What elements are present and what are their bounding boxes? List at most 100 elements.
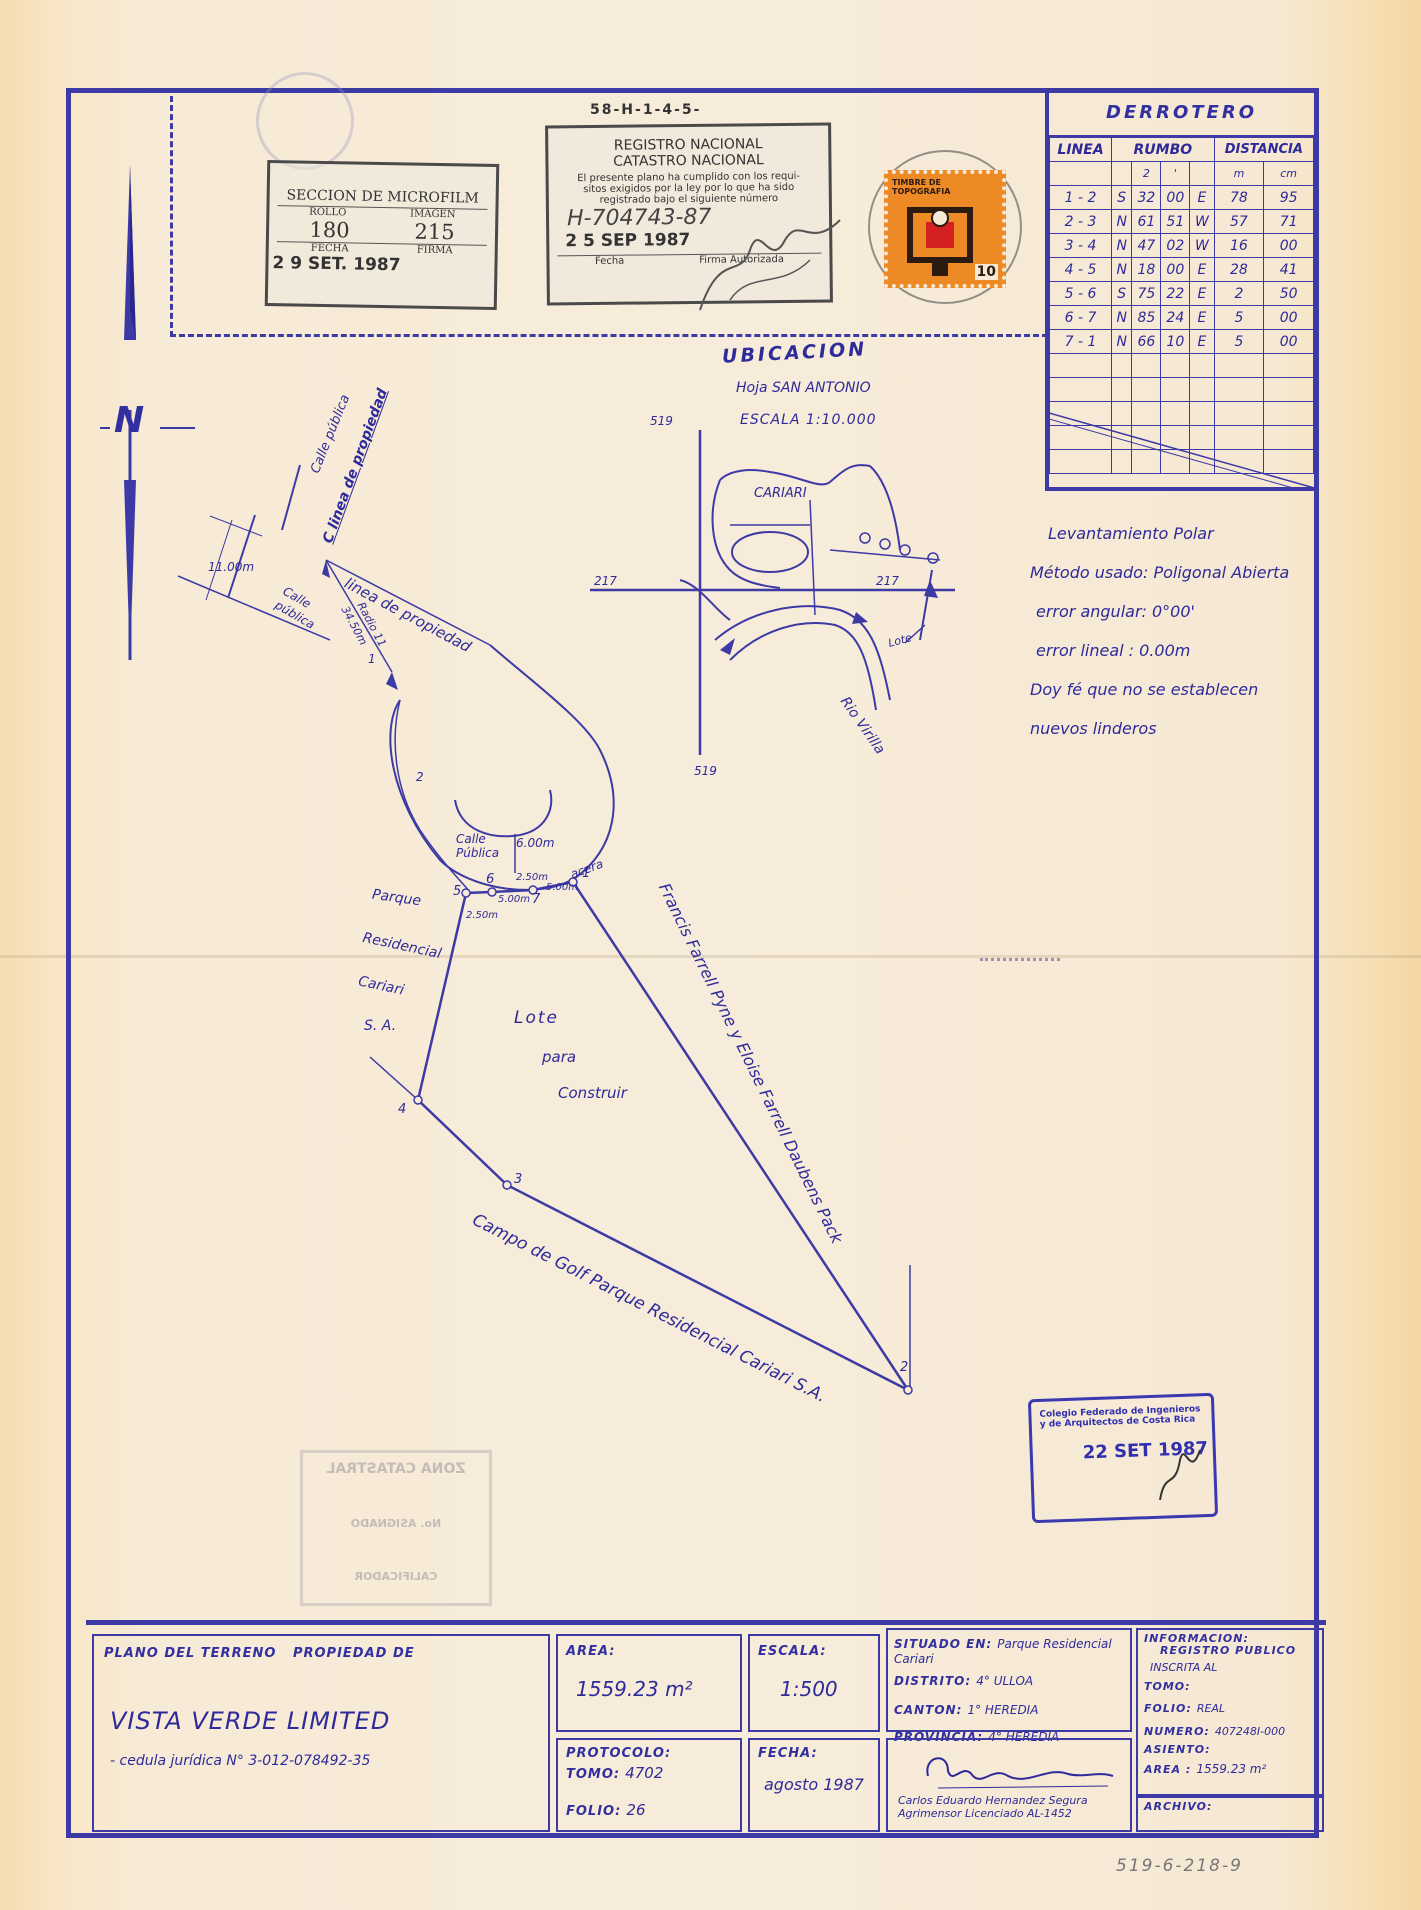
tb-folio-value: 26 (626, 1801, 646, 1819)
note-error-lineal: error lineal : 0.00m (1036, 641, 1191, 660)
derrotero-cell: 5 (1213, 329, 1265, 354)
derrotero-empty-cell (1131, 449, 1162, 474)
label-width-11: 11.00m (208, 560, 255, 574)
label-dim-500a: 5.00m (498, 894, 531, 905)
derrotero-cell: E (1189, 185, 1215, 210)
ubicacion-hoja: Hoja SAN ANTONIO (736, 380, 871, 396)
ubicacion-519-bottom: 519 (694, 764, 717, 778)
derrotero-cell: 00 (1263, 233, 1314, 258)
tb-surveyor-name: Carlos Eduardo Hernandez Segura (898, 1794, 1088, 1807)
label-sa: S. A. (364, 1018, 397, 1034)
tb-registro-label: REGISTRO PUBLICO (1160, 1644, 1297, 1657)
north-label: N (114, 400, 145, 441)
label-dim-500b: 5.00m (546, 882, 579, 893)
vertex-2: 2 (900, 1360, 909, 1375)
tb-canton-label: CANTON: (894, 1703, 963, 1717)
revenue-stamp: TIMBRE DE TOPOGRAFIA 10 (884, 170, 1006, 288)
derrotero-cell: 32 (1131, 185, 1162, 210)
derrotero-empty-cell (1049, 449, 1113, 474)
derrotero-cell: 28 (1213, 257, 1265, 282)
zona-title: ZONA CATASTRAL (326, 1461, 466, 1477)
tb-info-area-value: 1559.23 m² (1196, 1762, 1267, 1776)
tb-plano-label: PLANO DEL TERRENO PROPIEDAD DE (104, 1646, 415, 1661)
derrotero-cell: 2 - 3 (1049, 209, 1113, 234)
derrotero-cell: S (1111, 185, 1133, 210)
note-doy-fe: Doy fé que no se establecen (1030, 680, 1259, 699)
tb-owner: PLANO DEL TERRENO PROPIEDAD DE VISTA VER… (92, 1634, 550, 1832)
stamp-area-border (170, 96, 1048, 337)
zona-l2: No. ASIGNADO (350, 1517, 442, 1530)
ubicacion-217-right: 217 (876, 574, 899, 588)
derrotero-empty-row (1049, 425, 1314, 450)
label-calle-publica-3: Calle Pública (456, 832, 500, 860)
ubicacion-cariari: CARIARI (754, 486, 807, 501)
tb-fecha: FECHA: agosto 1987 (748, 1738, 880, 1832)
tb-archivo: ARCHIVO: (1136, 1794, 1324, 1832)
derrotero-empty-cell (1111, 449, 1133, 474)
footer-code: 519-6-218-9 (1116, 1856, 1243, 1876)
tb-protocolo: PROTOCOLO: TOMO: 4702 FOLIO: 26 (556, 1738, 742, 1832)
derrotero-cell: 71 (1263, 209, 1314, 234)
label-dim-600: 6.00m (516, 836, 555, 850)
derrotero-cell: 85 (1131, 305, 1162, 330)
revenue-value: 10 (974, 264, 998, 280)
der-h-distancia: DISTANCIA (1213, 137, 1314, 162)
derrotero-cell: 22 (1160, 281, 1191, 306)
der-h-rumbo: RUMBO (1111, 137, 1215, 162)
tb-provincia-value: 4° HEREDIA (988, 1730, 1060, 1744)
label-para: para (542, 1048, 577, 1066)
vertex-5: 5 (453, 884, 462, 899)
derrotero-empty-cell (1213, 377, 1265, 402)
revenue-label: TIMBRE DE TOPOGRAFIA (892, 178, 951, 196)
derrotero-cell: 61 (1131, 209, 1162, 234)
derrotero-cell: 02 (1160, 233, 1191, 258)
vertex-3: 3 (514, 1172, 523, 1187)
vertex-1: 1 (582, 866, 591, 881)
vertex-6: 6 (486, 872, 495, 887)
derrotero-cell: 75 (1131, 281, 1162, 306)
tb-numero-value: 407248I-000 (1214, 1725, 1286, 1738)
registro-signature (699, 219, 841, 311)
tb-provincia-label: PROVINCIA: (894, 1730, 984, 1744)
tb-info-area-label: AREA : (1144, 1763, 1192, 1776)
tb-area-value: 1559.23 m² (576, 1677, 693, 1701)
derrotero-cell: E (1189, 281, 1215, 306)
note-error-angular: error angular: 0°00' (1036, 602, 1195, 621)
ink-smudge (980, 958, 1060, 967)
tb-cedula: - cedula jurídica N° 3-012-078492-35 (110, 1753, 371, 1769)
paper-fold (0, 955, 1421, 958)
derrotero-cell: 41 (1263, 257, 1314, 282)
header-code: 58-H-1-4-5- (590, 102, 702, 118)
derrotero-empty-cell (1189, 377, 1215, 402)
zona-catastral-stamp: ZONA CATASTRAL No. ASIGNADO CALIFICADOR (300, 1450, 492, 1606)
tb-distrito-label: DISTRITO: (894, 1674, 972, 1688)
title-block (86, 1620, 1326, 1843)
derrotero-empty-cell (1049, 377, 1113, 402)
tb-info-folio-label: FOLIO: (1144, 1702, 1192, 1715)
north-arrow (100, 165, 195, 660)
derrotero-cell: 00 (1263, 305, 1314, 330)
derrotero-empty-row (1049, 377, 1314, 402)
derrotero-table: DERROTERO LINEA RUMBO DISTANCIA 2 ' m cm… (1045, 91, 1314, 491)
derrotero-cell: 95 (1263, 185, 1314, 210)
tb-tomo-label: TOMO: (566, 1767, 621, 1782)
derrotero-cell: 78 (1213, 185, 1265, 210)
tb-fecha-label: FECHA: (758, 1746, 818, 1761)
tb-protocolo-label: PROTOCOLO: (566, 1746, 672, 1761)
tb-folio-label: FOLIO: (566, 1804, 622, 1819)
survey-notes: Levantamiento Polar Método usado: Poligo… (1030, 514, 1289, 748)
tb-canton-value: 1° HEREDIA (967, 1703, 1039, 1717)
derrotero-cell: 50 (1263, 281, 1314, 306)
label-vertex-az-2: 2 (416, 770, 424, 784)
derrotero-cell: N (1111, 257, 1133, 282)
tb-surveyor: Carlos Eduardo Hernandez Segura Agrimens… (886, 1738, 1132, 1832)
revenue-postmark (868, 150, 1022, 304)
tb-fecha-value: agosto 1987 (764, 1775, 864, 1794)
drawing-frame (66, 88, 1319, 1838)
